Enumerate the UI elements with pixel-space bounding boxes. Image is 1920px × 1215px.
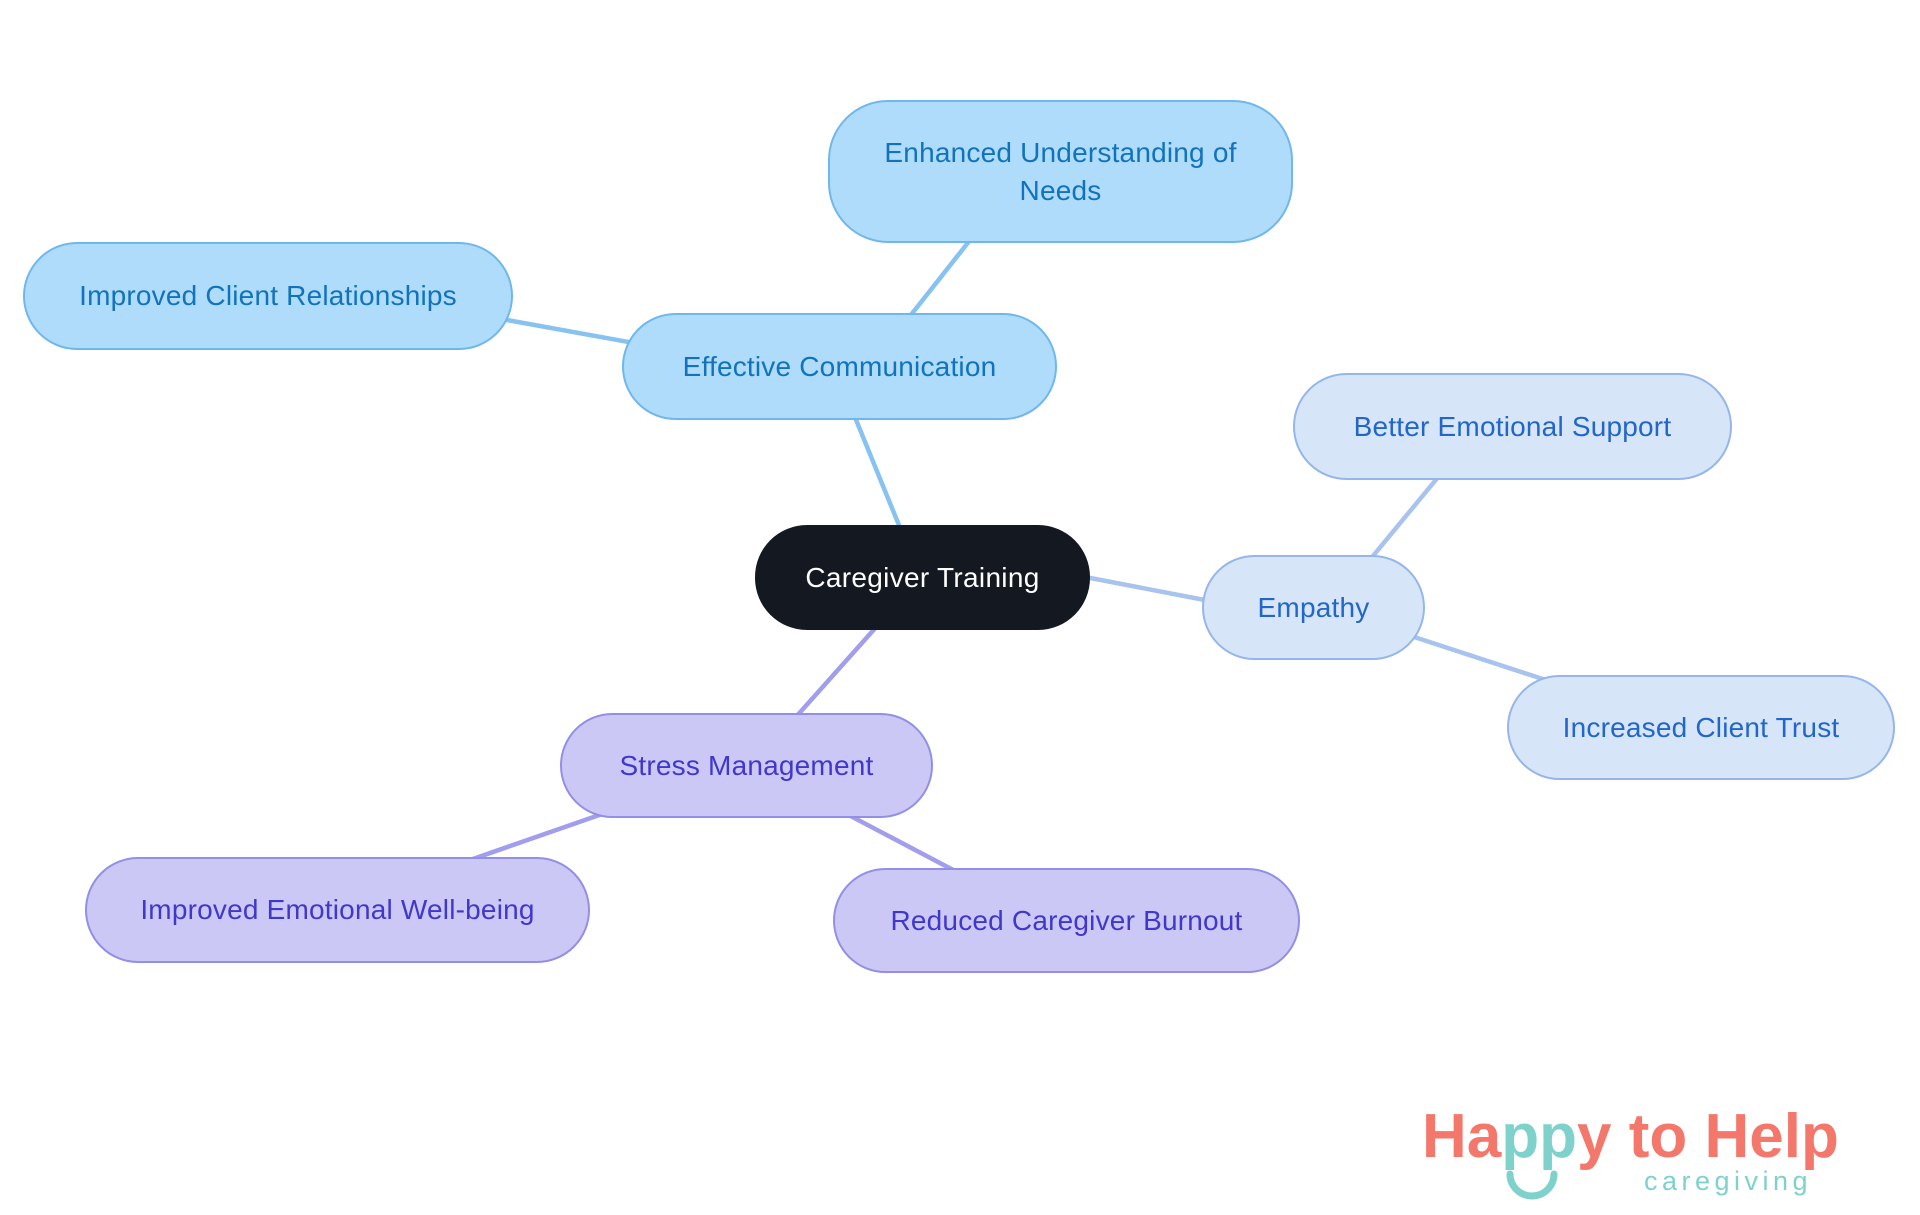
smile-icon	[1506, 1170, 1558, 1200]
node-effective-communication[interactable]: Effective Communication	[622, 313, 1057, 420]
edge-center-to-effective-communication	[847, 404, 908, 541]
node-stress-management[interactable]: Stress Management	[560, 713, 933, 818]
logo-wordmark: Happy to Help	[1422, 1106, 1882, 1168]
node-reduced-caregiver-burnout[interactable]: Reduced Caregiver Burnout	[833, 868, 1300, 973]
edge-center-to-stress-management	[793, 623, 880, 720]
node-caregiver-training[interactable]: Caregiver Training	[755, 525, 1090, 630]
edge-center-to-empathy	[1079, 573, 1216, 605]
logo-text-y-to-help: y to Help	[1577, 1102, 1839, 1171]
edge-empathy-to-increased-client-trust	[1404, 631, 1559, 687]
edge-effective-communication-to-improved-client-relationships	[484, 313, 646, 348]
node-enhanced-understanding-of-needs[interactable]: Enhanced Understanding of Needs	[828, 100, 1293, 243]
node-improved-emotional-wellbeing[interactable]: Improved Emotional Well-being	[85, 857, 590, 963]
node-empathy[interactable]: Empathy	[1202, 555, 1425, 660]
edge-stress-management-to-improved-wellbeing	[469, 809, 609, 863]
edge-stress-management-to-reduced-burnout	[841, 810, 959, 874]
logo-tagline: caregiving	[1644, 1166, 1813, 1196]
node-increased-client-trust[interactable]: Increased Client Trust	[1507, 675, 1895, 780]
logo-text-ha: Ha	[1422, 1102, 1502, 1171]
happy-to-help-logo: Happy to Help caregiving	[1422, 1106, 1882, 1206]
edge-effective-communication-to-enhanced-understanding	[901, 228, 980, 327]
edge-empathy-to-better-emotional-support	[1366, 468, 1446, 564]
node-improved-client-relationships[interactable]: Improved Client Relationships	[23, 242, 513, 350]
logo-text-pp: pp	[1501, 1102, 1578, 1171]
node-better-emotional-support[interactable]: Better Emotional Support	[1293, 373, 1732, 480]
